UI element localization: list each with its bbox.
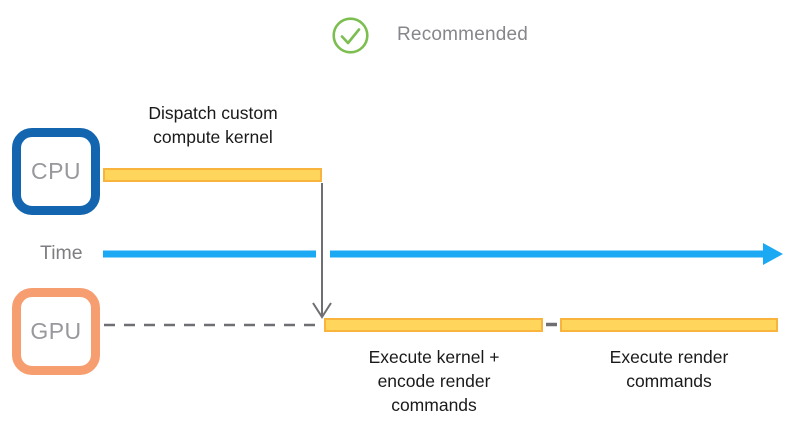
- cpu-task-label-line: compute kernel: [153, 127, 273, 147]
- gpu-task-label-line: Execute render: [609, 347, 729, 367]
- dispatch-arrow: [312, 183, 332, 319]
- cpu-task-label: Dispatch custom compute kernel: [103, 101, 323, 149]
- time-axis-arrow: [103, 243, 783, 265]
- gpu-task-bar-execute-render: [560, 318, 778, 332]
- gpu-task-label-execute-render: Execute render commands: [559, 345, 779, 393]
- checkmark-circle-icon: [332, 16, 369, 54]
- gpu-box: GPU: [12, 288, 100, 375]
- gpu-task-label-line: commands: [391, 395, 477, 415]
- cpu-task-label-line: Dispatch custom: [148, 103, 278, 123]
- cpu-task-bar: [103, 168, 322, 182]
- recommended-badge: Recommended: [332, 16, 528, 54]
- time-label: Time: [40, 242, 83, 264]
- cpu-label: CPU: [30, 158, 82, 184]
- gpu-task-label-execute-kernel: Execute kernel + encode render commands: [324, 345, 544, 417]
- gpu-task-label-line: Execute kernel +: [368, 347, 500, 367]
- cpu-box: CPU: [12, 128, 100, 215]
- recommended-label: Recommended: [397, 24, 529, 45]
- gpu-label: GPU: [30, 318, 82, 344]
- gpu-task-label-line: commands: [626, 371, 712, 391]
- gpu-task-bar-execute-kernel: [324, 318, 543, 332]
- gpu-task-label-line: encode render: [377, 371, 491, 391]
